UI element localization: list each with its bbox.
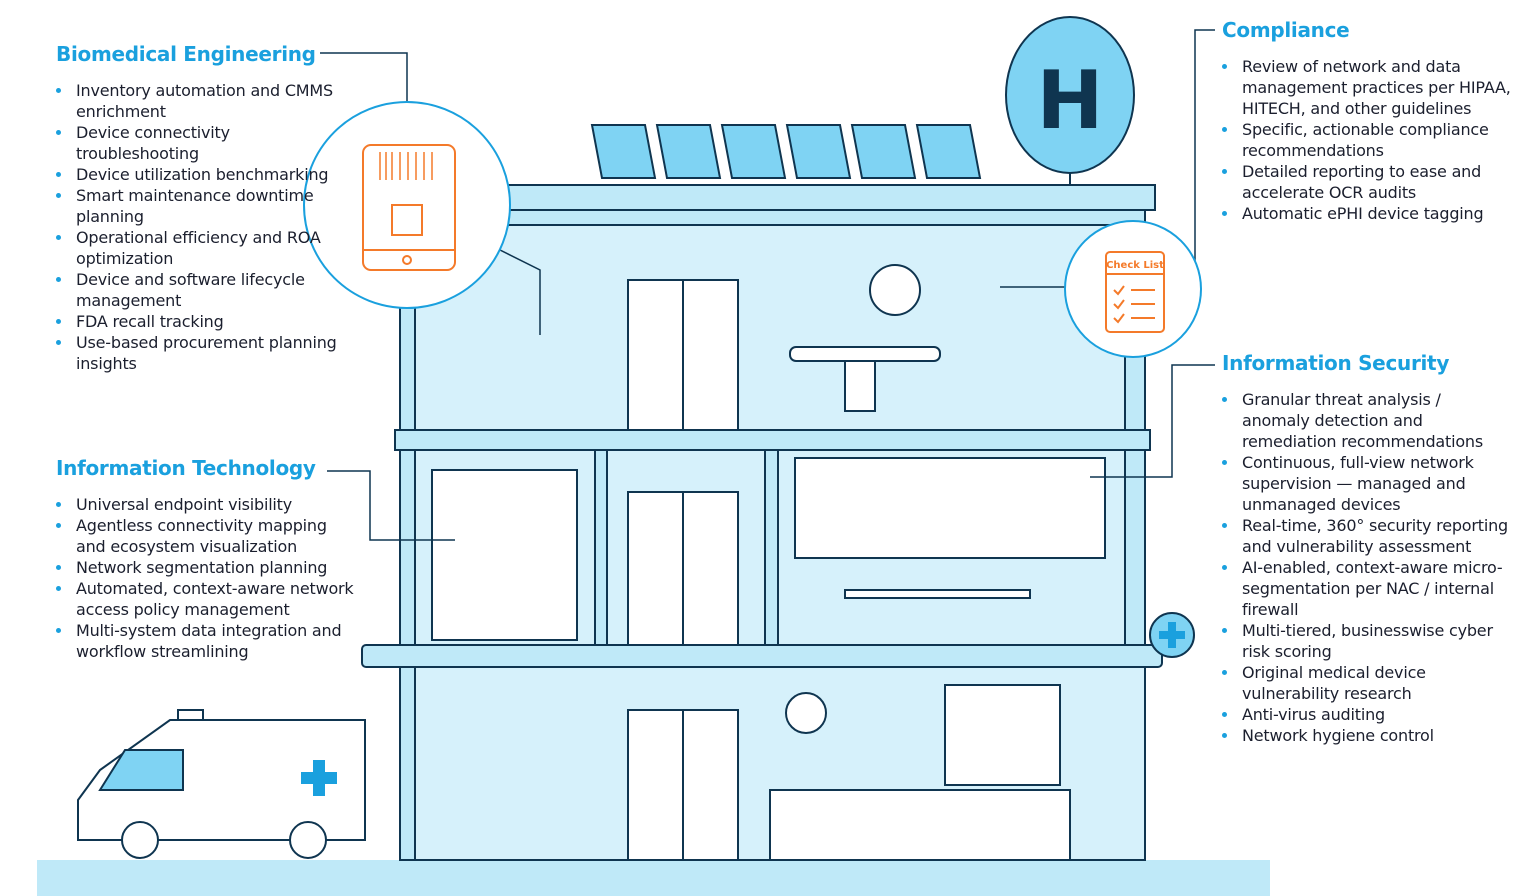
list-item: Specific, actionable compliance recommen… <box>1222 119 1512 161</box>
list-item: Detailed reporting to ease and accelerat… <box>1222 161 1512 203</box>
list-item: Use-based procurement planning insights <box>56 332 346 374</box>
list-item: Network hygiene control <box>1222 725 1512 746</box>
section-title: Biomedical Engineering <box>56 42 316 66</box>
list-item: Agentless connectivity mapping and ecosy… <box>56 515 356 557</box>
list-item: Anti-virus auditing <box>1222 704 1512 725</box>
floor-slab-1 <box>394 429 1151 451</box>
building-roof <box>396 184 1156 211</box>
list-item: Continuous, full-view network supervisio… <box>1222 452 1512 515</box>
list-item: Review of network and data management pr… <box>1222 56 1512 119</box>
list-item: Network segmentation planning <box>56 557 356 578</box>
ground <box>37 860 1270 896</box>
list-item: Automatic ePHI device tagging <box>1222 203 1512 224</box>
information-security-section: Information Security Granular threat ana… <box>1222 351 1512 746</box>
floor-slab-2 <box>361 644 1163 668</box>
checklist-label: Check List <box>1106 260 1164 271</box>
list-item: Original medical device vulnerability re… <box>1222 662 1512 704</box>
section-title: Information Technology <box>56 456 316 480</box>
list-item: Inventory automation and CMMS enrichment <box>56 80 346 122</box>
hospital-sign <box>1005 16 1135 174</box>
list-item: Operational efficiency and ROA optimizat… <box>56 227 346 269</box>
information-technology-section: Information Technology Universal endpoin… <box>56 456 356 662</box>
elevator-doors <box>627 279 739 861</box>
biomedical-engineering-section: Biomedical Engineering Inventory automat… <box>56 42 346 374</box>
list-item: Multi-tiered, businesswise cyber risk sc… <box>1222 620 1512 662</box>
server-rack <box>431 469 578 641</box>
list-item: Smart maintenance downtime planning <box>56 185 346 227</box>
list-item: Multi-system data integration and workfl… <box>56 620 356 662</box>
solar-panels <box>590 124 982 179</box>
list-item: Granular threat analysis / anomaly detec… <box>1222 389 1512 452</box>
list-item: AI-enabled, context-aware micro-segmenta… <box>1222 557 1512 620</box>
list-item: FDA recall tracking <box>56 311 346 332</box>
section-title: Information Security <box>1222 351 1450 375</box>
list-item: Universal endpoint visibility <box>56 494 356 515</box>
list-item: Device connectivity troubleshooting <box>56 122 346 164</box>
tablet-device-icon <box>362 144 456 271</box>
list-item: Automated, context-aware network access … <box>56 578 356 620</box>
checklist-icon <box>1105 251 1165 333</box>
section-title: Compliance <box>1222 18 1350 42</box>
list-item: Real-time, 360° security reporting and v… <box>1222 515 1512 557</box>
hospital-sign-letter: H <box>1037 54 1104 147</box>
list-item: Device utilization benchmarking <box>56 164 346 185</box>
compliance-section: Compliance Review of network and data ma… <box>1222 18 1512 224</box>
ambulance <box>77 709 366 859</box>
list-item: Device and software lifecycle management <box>56 269 346 311</box>
